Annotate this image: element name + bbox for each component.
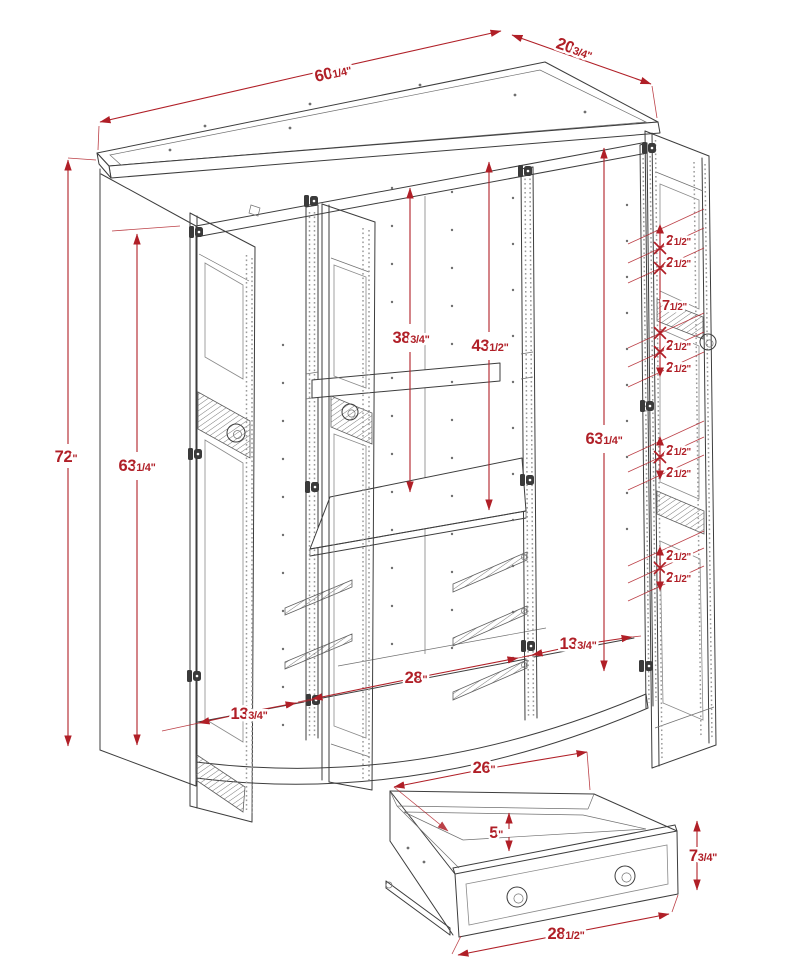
dim-label-hinge-chain-6: 21/2" bbox=[666, 465, 691, 481]
dim-label-drawer-front-height: 73/4" bbox=[689, 847, 717, 865]
drawer-knob-left bbox=[506, 886, 528, 908]
right-door bbox=[644, 130, 717, 769]
interior-shelf bbox=[309, 362, 527, 557]
left-door-knob bbox=[226, 423, 246, 443]
middle-door bbox=[321, 203, 376, 791]
dim-label-middle-opening-width: 28" bbox=[405, 669, 428, 687]
dim-label-left-opening-height: 631/4" bbox=[118, 457, 155, 475]
drawer-slides bbox=[284, 551, 528, 701]
middle-door-knob bbox=[341, 403, 359, 421]
dim-label-overall-height: 72" bbox=[55, 448, 78, 466]
dim-label-middle-opening-height: 431/2" bbox=[471, 337, 508, 355]
dim-label-drawer-outer-width: 281/2" bbox=[547, 925, 584, 943]
dim-label-hinge-chain-2: 71/2" bbox=[662, 298, 687, 314]
dim-label-hinge-chain-0: 21/2" bbox=[666, 233, 691, 249]
dim-label-top-width: 601/4" bbox=[313, 60, 353, 86]
dim-label-top-depth: 203/4" bbox=[554, 34, 595, 63]
right-door-knob bbox=[699, 333, 717, 351]
hinges bbox=[187, 142, 656, 706]
dim-label-hinge-chain-3: 21/2" bbox=[666, 338, 691, 354]
drawer-knob-right bbox=[614, 865, 636, 887]
dim-label-right-opening-height: 631/4" bbox=[585, 430, 622, 448]
dim-label-drawer-inner-width: 26" bbox=[473, 759, 496, 777]
dim-label-hinge-chain-5: 21/2" bbox=[666, 443, 691, 459]
dim-label-hinge-chain-4: 21/2" bbox=[666, 360, 691, 376]
dim-label-hinge-chain-1: 21/2" bbox=[666, 255, 691, 271]
left-door bbox=[189, 212, 256, 823]
generated-decoration bbox=[168, 83, 705, 864]
dim-label-drawer-inner-height: 5" bbox=[489, 824, 503, 842]
dimension-annotations bbox=[64, 29, 701, 957]
dim-label-right-opening-width: 133/4" bbox=[559, 635, 596, 653]
cabinet-carcass bbox=[99, 142, 657, 787]
top-panel bbox=[96, 61, 661, 179]
dim-label-hinge-chain-8: 21/2" bbox=[666, 570, 691, 586]
dim-label-left-opening-width: 133/4" bbox=[230, 705, 267, 723]
dim-label-middle-clearance: 383/4" bbox=[392, 329, 429, 347]
dim-label-hinge-chain-7: 21/2" bbox=[666, 548, 691, 564]
drawer bbox=[385, 790, 679, 938]
